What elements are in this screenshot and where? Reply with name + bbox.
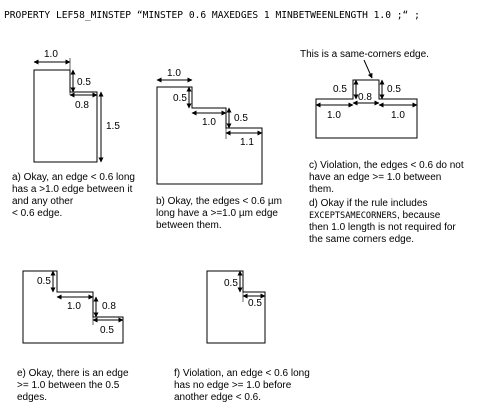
- dim-b-step1-height: 0.5: [173, 93, 187, 104]
- property-header: PROPERTY LEF58_MINSTEP “MINSTEP 0.6 MAXE…: [4, 10, 420, 21]
- dim-c-right-width: 1.0: [391, 110, 405, 121]
- dim-e-step2-height: 0.8: [102, 301, 116, 312]
- dim-e-middle: 1.0: [67, 301, 81, 312]
- caption-d: d) Okay if the rule includes EXCEPTSAMEC…: [309, 198, 456, 245]
- dim-a-step-width: 0.8: [75, 100, 89, 111]
- diagram-b: [156, 77, 263, 185]
- diagram-f: [206, 270, 266, 344]
- shape-f-outline: [206, 270, 266, 344]
- dim-a-step-height: 0.5: [77, 77, 91, 88]
- caption-c: c) Violation, the edges < 0.6 do not hav…: [309, 160, 464, 195]
- diagram-e: [22, 270, 124, 344]
- exceptsamecorners-keyword: EXCEPTSAMECORNERS: [309, 211, 397, 221]
- dim-b-bottom: 1.1: [240, 137, 254, 148]
- shape-c-outline: [315, 79, 418, 139]
- caption-e: e) Okay, there is an edge >= 1.0 between…: [17, 368, 129, 403]
- caption-a: a) Okay, an edge < 0.6 long has a >1.0 e…: [12, 172, 135, 219]
- dim-a-top: 1.0: [44, 49, 58, 60]
- dim-f-step-height: 0.5: [224, 278, 238, 289]
- diagram-c: [315, 59, 418, 139]
- dim-a-right: 1.5: [106, 121, 120, 132]
- dim-b-middle: 1.0: [202, 117, 216, 128]
- diagram-a: [33, 58, 104, 163]
- dim-c-right-height: 0.5: [387, 84, 401, 95]
- dim-c-notch-width: 0.8: [358, 92, 372, 103]
- same-corners-note: This is a same-corners edge.: [300, 49, 429, 60]
- dim-b-step2-height: 0.5: [234, 113, 248, 124]
- dim-f-step-width: 0.5: [248, 298, 262, 309]
- dim-e-bottom: 0.5: [100, 325, 114, 336]
- dim-e-step1-height: 0.5: [37, 276, 51, 287]
- dim-c-left-height: 0.5: [333, 84, 347, 95]
- caption-f: f) Violation, an edge < 0.6 long has no …: [174, 368, 310, 403]
- dim-c-left-width: 1.0: [327, 110, 341, 121]
- dim-b-top: 1.0: [167, 68, 181, 79]
- caption-b: b) Okay, the edges < 0.6 µm long have a …: [156, 196, 282, 231]
